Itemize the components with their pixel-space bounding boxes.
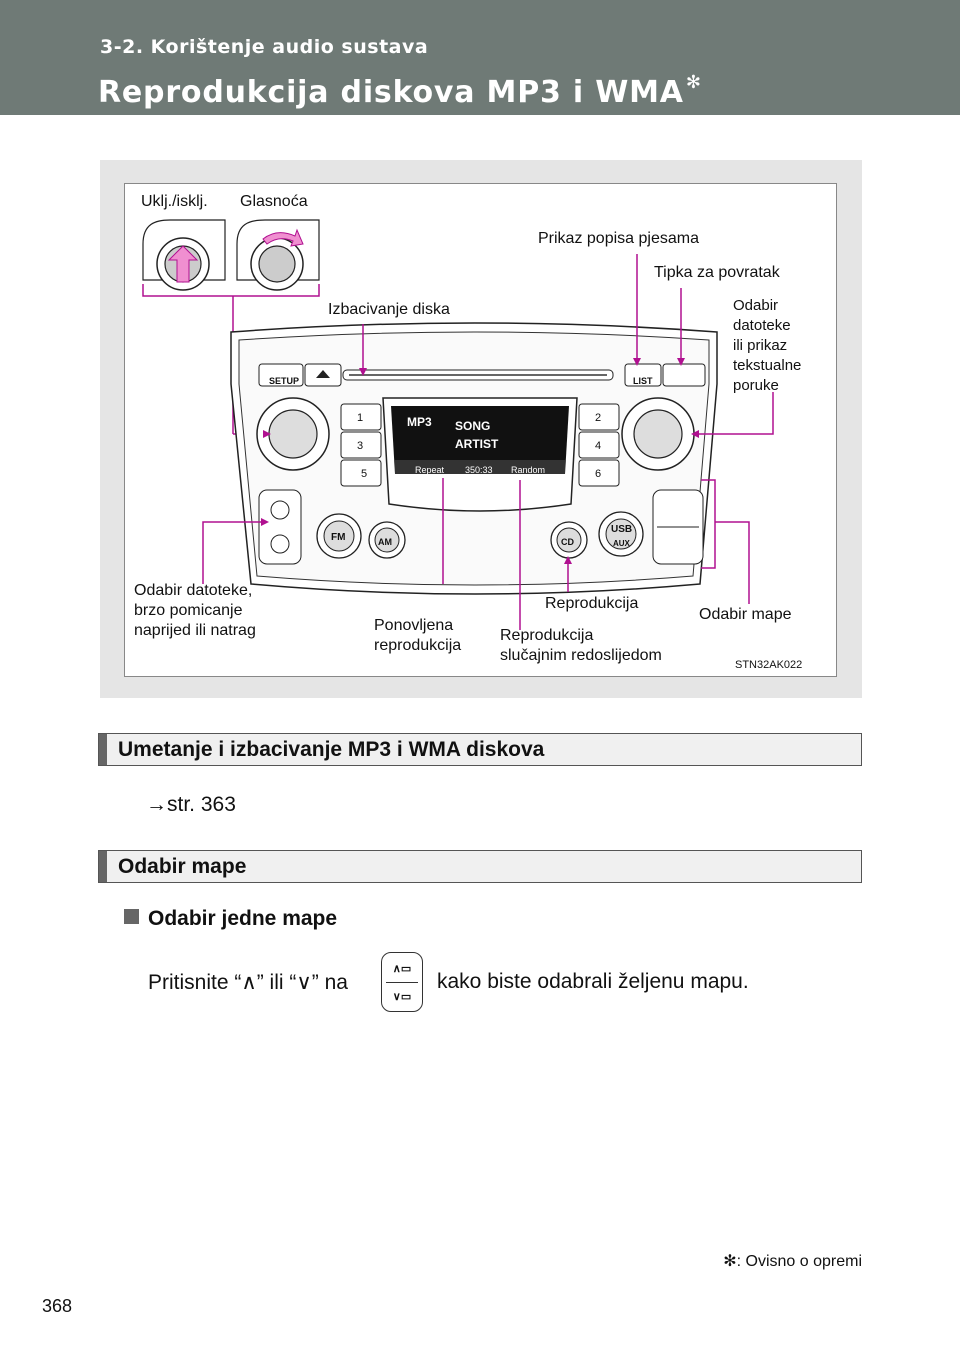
label-back: Tipka za povratak [654, 264, 780, 281]
page-header: 3-2. Korištenje audio sustava Reprodukci… [0, 0, 960, 115]
display-mp3: MP3 [407, 415, 432, 429]
label-play: Reprodukcija [545, 595, 639, 612]
leader-lines [202, 254, 774, 630]
label-repeat: Ponovljena reprodukcija [374, 617, 462, 654]
label-eject: Izbacivanje diska [328, 301, 450, 318]
preset-6-label: 6 [595, 468, 602, 480]
label-list: Prikaz popisa pjesama [538, 230, 699, 247]
label-seek: Odabir datoteke, brzo pomicanje naprijed… [134, 582, 256, 639]
am-button-label: AM [378, 537, 392, 547]
section-heading: 3-2. Korištenje audio sustava [100, 36, 429, 58]
display-random: Random [511, 465, 546, 475]
instruction-before: Pritisnite “∧” ili “∨” na [148, 971, 348, 994]
footnote: ✻: Ovisno o opremi [723, 1253, 862, 1270]
section-bar-insert-eject: Umetanje i izbacivanje MP3 i WMA diskova [98, 733, 862, 766]
label-tune: Odabir datoteke ili prikaz tekstualne po… [733, 297, 802, 394]
power-knob-inset [142, 219, 226, 291]
instruction-after: kako biste odabrali željenu mapu. [437, 970, 749, 993]
setup-button-label: SETUP [269, 376, 300, 386]
optional-equipment-mark: ✻ [685, 72, 702, 93]
page-title: Reprodukcija diskova MP3 i WMA✻ [98, 72, 702, 110]
preset-1-label: 1 [357, 412, 364, 424]
label-random: Reprodukcija slučajnim redoslijedom [500, 627, 662, 664]
fm-button-label: FM [331, 532, 346, 543]
display-song: SONG [455, 419, 491, 433]
aux-button-label: AUX [613, 539, 630, 548]
label-power: Uklj./isklj. [141, 193, 208, 210]
leader-arrowheads [261, 358, 699, 564]
subheading: Odabir jedne mape [124, 907, 337, 931]
bullet-square-icon [124, 909, 139, 924]
list-button-label: LIST [633, 376, 653, 386]
page-number: 368 [42, 1296, 73, 1316]
preset-5-label: 5 [361, 468, 368, 480]
figure-code: STN32AK022 [735, 659, 803, 671]
audio-panel-figure: SETUP LIST 1 2 3 4 5 6 MP3 SONG ARTIST R… [124, 183, 837, 677]
display-time: 350:33 [465, 465, 493, 475]
usb-button-label: USB [611, 524, 633, 535]
page-reference: →str. 363 [146, 793, 236, 816]
display-artist: ARTIST [455, 437, 499, 451]
preset-3-label: 3 [357, 440, 364, 452]
label-volume: Glasnoća [240, 193, 308, 210]
folder-up-icon: ∧▭ [392, 963, 412, 975]
head-unit-body [230, 322, 718, 595]
volume-knob-inset [236, 219, 320, 291]
folder-button-icon: ∧▭ ∨▭ [381, 952, 423, 1012]
folder-down-icon: ∨▭ [392, 991, 412, 1003]
display-repeat: Repeat [415, 465, 445, 475]
label-folder: Odabir mape [699, 606, 792, 623]
preset-2-label: 2 [595, 412, 602, 424]
section-bar-folder-select: Odabir mape [98, 850, 862, 883]
preset-4-label: 4 [595, 440, 602, 452]
cd-button-label: CD [561, 537, 574, 547]
audio-panel-illustration [142, 219, 774, 630]
